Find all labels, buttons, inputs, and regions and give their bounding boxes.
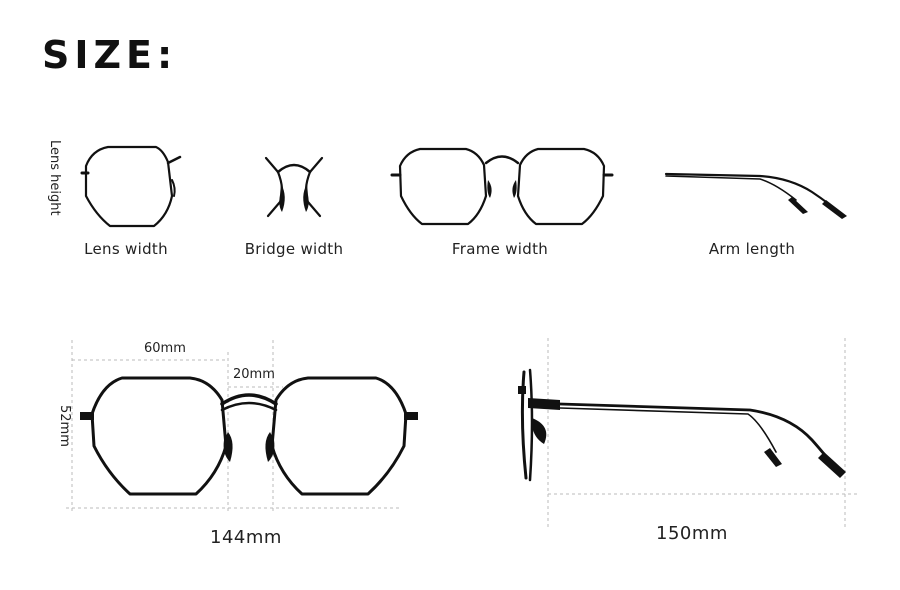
bridge-width-icon xyxy=(264,156,324,218)
bridge-width-dimension: 20mm xyxy=(233,367,275,382)
bridge-width-label: Bridge width xyxy=(244,240,344,258)
arm-length-dimension: 150mm xyxy=(656,523,728,544)
frame-width-dimension: 144mm xyxy=(210,527,282,548)
lens-height-dimension: 52mm xyxy=(57,405,72,447)
frame-width-icon xyxy=(390,147,614,226)
side-view-diagram xyxy=(518,338,858,528)
front-view-diagram xyxy=(66,340,418,512)
lens-width-label: Lens width xyxy=(84,240,168,258)
page-title: SIZE: xyxy=(42,33,178,77)
arm-length-icon xyxy=(664,172,847,219)
lens-width-dimension: 60mm xyxy=(144,341,186,356)
frame-width-label: Frame width xyxy=(451,240,549,258)
lens-height-label: Lens height xyxy=(47,140,62,216)
arm-length-label: Arm length xyxy=(708,240,796,258)
lens-width-icon xyxy=(80,145,182,228)
